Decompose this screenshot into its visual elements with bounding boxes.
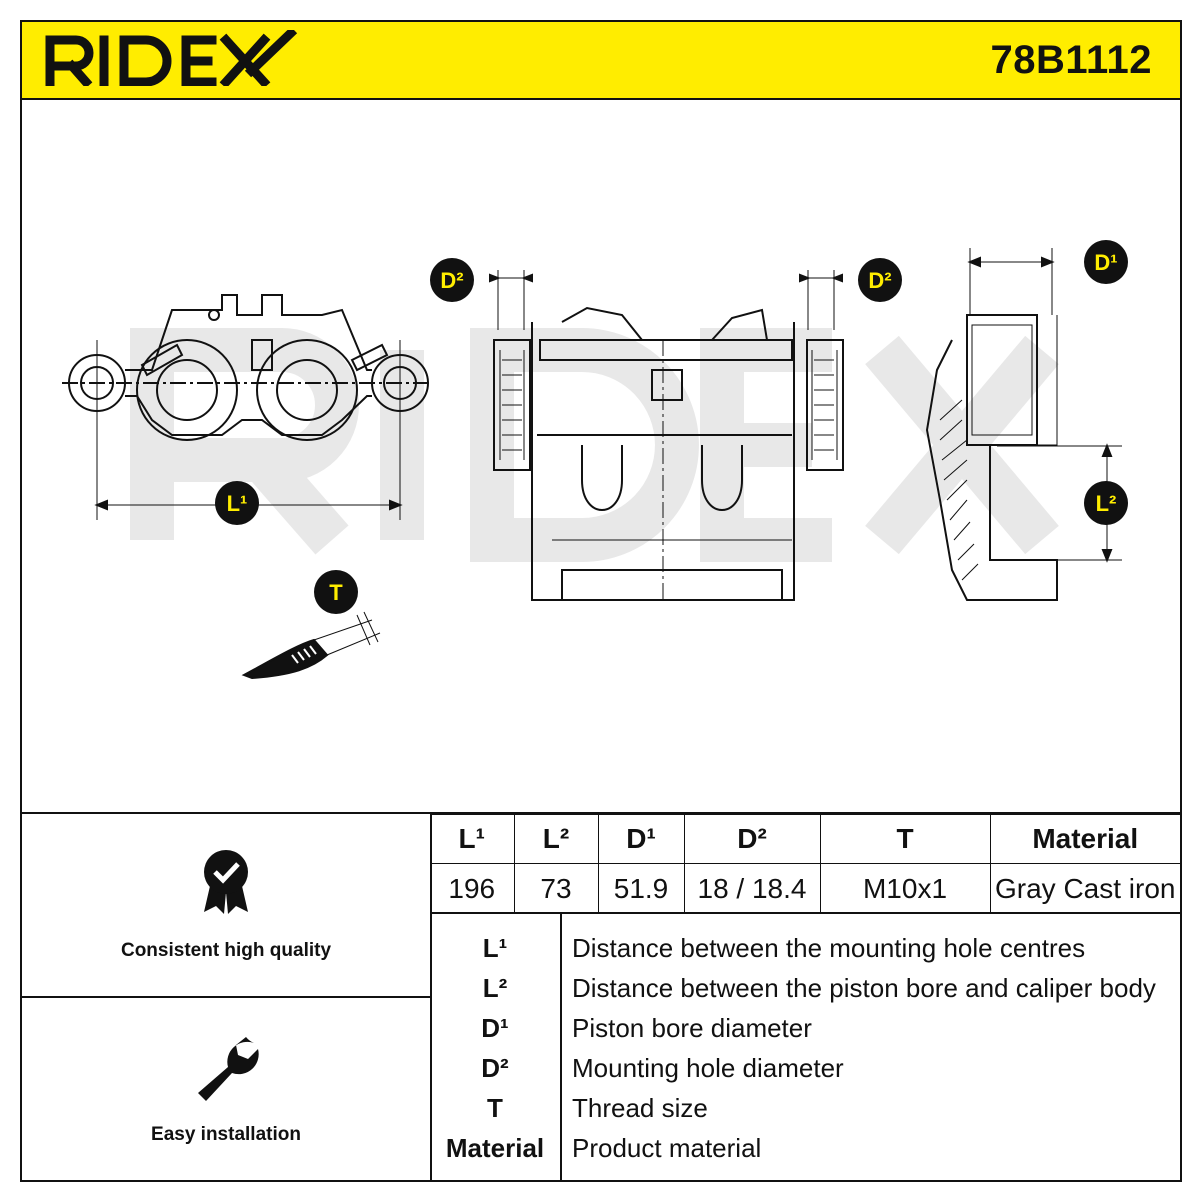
- caliper-drawing: L¹ T D² D² D¹ L²: [62, 240, 1128, 680]
- spec-header: L¹: [430, 814, 515, 864]
- legend-row: Material Product material: [430, 1128, 1182, 1168]
- caliper-section-view: [925, 248, 1122, 601]
- legend-key: Material: [445, 1133, 545, 1163]
- quality-badge-icon: [204, 850, 248, 914]
- specs-table: L¹ L² D¹ D² T Material 196 73 51.9 18 / …: [430, 814, 1180, 914]
- badge-l2: L²: [1096, 491, 1117, 516]
- legend-key: T: [487, 1093, 503, 1123]
- legend-desc: Distance between the piston bore and cal…: [572, 973, 1156, 1003]
- badge-d2-right: D²: [868, 268, 891, 293]
- specs-value-row: 196 73 51.9 18 / 18.4 M10x1 Gray Cast ir…: [430, 863, 1180, 914]
- legend-row: D² Mounting hole diameter: [430, 1048, 1182, 1088]
- legend-divider: [560, 914, 562, 1182]
- specs-header-row: L¹ L² D¹ D² T Material: [430, 814, 1180, 864]
- legend-desc: Thread size: [572, 1093, 708, 1123]
- spec-value: 73: [513, 863, 599, 914]
- wrench-icon: [198, 1037, 259, 1101]
- badge-d1: D¹: [1094, 250, 1117, 275]
- legend-key: L²: [482, 973, 508, 1003]
- legend-key: L¹: [482, 933, 508, 963]
- spec-header: D²: [683, 814, 821, 864]
- part-number: 78B1112: [990, 38, 1152, 82]
- divider-feature-split: [20, 996, 432, 998]
- spec-value: M10x1: [819, 863, 991, 914]
- legend-desc: Distance between the mounting hole centr…: [572, 933, 1086, 963]
- badge-t: T: [329, 580, 343, 605]
- spec-value: 51.9: [597, 863, 685, 914]
- thread-detail: [241, 611, 381, 680]
- spec-value: Gray Cast iron: [989, 863, 1180, 914]
- divider-drawing: [20, 812, 1182, 814]
- legend-desc: Product material: [572, 1133, 762, 1163]
- spec-value: 18 / 18.4: [683, 863, 821, 914]
- legend-row: L² Distance between the piston bore and …: [430, 968, 1182, 1008]
- legend-desc: Mounting hole diameter: [572, 1053, 844, 1083]
- legend-row: T Thread size: [430, 1088, 1182, 1128]
- header-bar: [20, 20, 1182, 100]
- legend-row: L¹ Distance between the mounting hole ce…: [430, 928, 1182, 968]
- badge-l1: L¹: [227, 491, 248, 516]
- feature-label-installation: Easy installation: [151, 1124, 301, 1145]
- spec-header: D¹: [597, 814, 685, 864]
- feature-label-quality: Consistent high quality: [120, 940, 332, 961]
- spec-header: T: [819, 814, 991, 864]
- spec-value: 196: [430, 863, 515, 914]
- brand-logo: [45, 30, 298, 86]
- spec-header: Material: [989, 814, 1180, 864]
- dimension-badges: [215, 240, 1128, 614]
- caliper-top-view: [489, 270, 844, 601]
- badge-d2-left: D²: [440, 268, 463, 293]
- legend-desc: Piston bore diameter: [572, 1013, 812, 1043]
- legend-key: D¹: [481, 1013, 509, 1043]
- spec-header: L²: [513, 814, 599, 864]
- legend-key: D²: [481, 1053, 509, 1083]
- watermark-logo: [130, 328, 1059, 562]
- legend-row: D¹ Piston bore diameter: [430, 1008, 1182, 1048]
